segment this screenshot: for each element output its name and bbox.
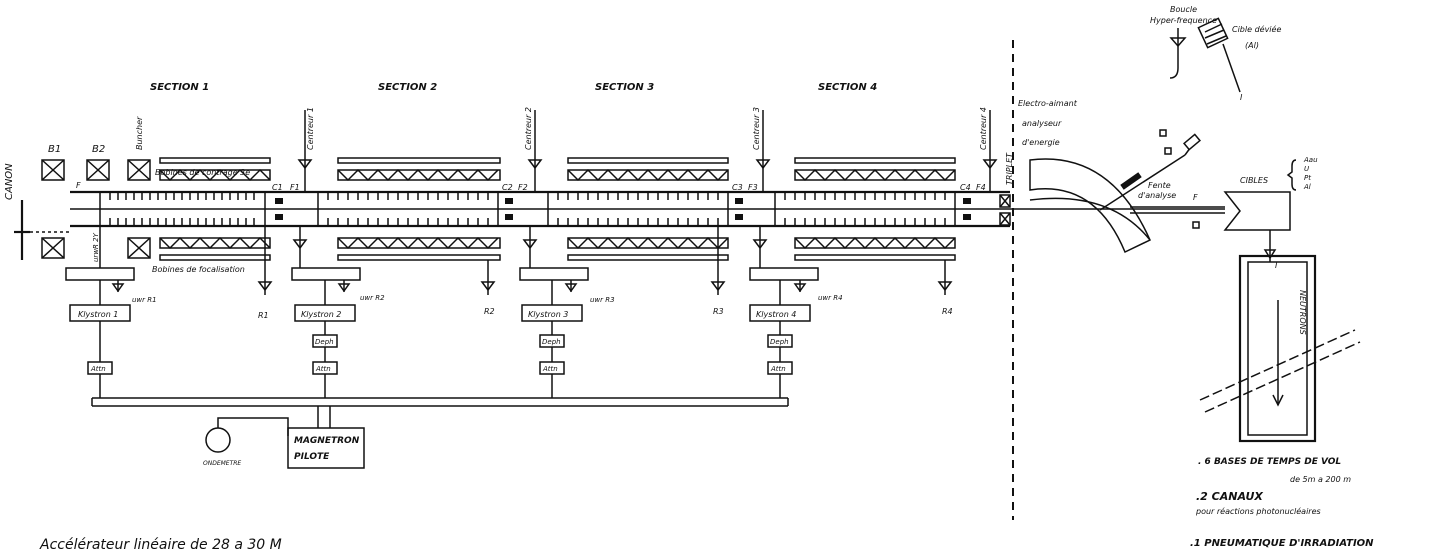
targets-current-symbol: I (1275, 261, 1278, 270)
deviated-target-label-1: Cible déviée (1232, 24, 1281, 34)
klystron-2-label: Klystron 2 (301, 310, 341, 319)
attn-1-label: Attn (90, 365, 106, 373)
klystron-1-label: Klystron 1 (78, 310, 118, 319)
f2-label: F2 (518, 183, 528, 192)
centreurs: Centreur 1 Centreur 2 Centreur 3 Centreu… (297, 107, 998, 192)
magnet-label-3: d'energie (1022, 138, 1060, 147)
section-2-title: SECTION 2 (378, 82, 437, 93)
magnet-label-1: Electro-aimant (1018, 99, 1078, 108)
section-1-title: SECTION 1 (150, 82, 209, 93)
gun-label: CANON (4, 163, 15, 200)
coil-b2-label: B2 (92, 144, 105, 155)
uwr-r3-label: uwr R3 (590, 296, 615, 304)
target-aau: Aau (1303, 156, 1318, 164)
deviated-target-label-2: (Al) (1245, 41, 1259, 50)
slit-label-2: d'analyse (1138, 191, 1176, 200)
pneumatique-label: .1 PNEUMATIQUE D'IRRADIATION (1190, 538, 1374, 549)
footer-caption: Accélérateur linéaire de 28 a 30 M (39, 537, 282, 549)
dephaser-4-label: Deph (770, 338, 789, 346)
c2-label: C2 (502, 183, 513, 192)
electron-gun: CANON (4, 163, 70, 260)
f-end-label: F (1193, 193, 1198, 202)
r-probes: R1 R2 R3 R4 uwr R1 uwr R2 uwr R3 uwr R4 (132, 226, 953, 320)
centreur-3-label: Centreur 3 (752, 107, 761, 150)
klystron-4-label: Klystron 4 (756, 310, 796, 319)
uwr-r1-label: uwr R1 (132, 296, 157, 304)
target-u: U (1304, 165, 1309, 173)
ondemetre-label: ONDEMETRE (203, 460, 241, 467)
magnet-label-2: analyseur (1022, 119, 1062, 128)
target-beamline: F (1130, 129, 1225, 229)
junction-labels: C1 F1 C2 F2 C3 F3 C4 F4 (272, 183, 986, 220)
target-pt: Pt (1304, 174, 1311, 182)
accelerator-sections (99, 191, 956, 227)
c1-label: C1 (272, 183, 283, 192)
magnetron-label-2: PILOTE (294, 452, 330, 462)
centreur-1-label: Centreur 1 (306, 107, 315, 150)
magnetron-label-1: MAGNETRON (294, 436, 360, 446)
attn-4-label: Attn (770, 365, 786, 373)
triplet-lens: TRIPLET (999, 152, 1014, 226)
deviated-current-symbol: I (1240, 93, 1243, 102)
focus-coils-bottom-label: Bobines de focalisation (152, 265, 245, 274)
neutron-tube: NEUTRONS (1199, 254, 1361, 443)
uwr-r2-label: uwr R2 (360, 294, 385, 302)
analyzing-magnet: Electro-aimant analyseur d'energie Fente… (1018, 99, 1201, 254)
coil-b1-label: B1 (48, 144, 61, 155)
f3-label: F3 (748, 183, 758, 192)
bases-sub: de 5m a 200 m (1290, 475, 1351, 484)
focusing-coils (159, 157, 956, 261)
c3-label: C3 (732, 183, 743, 192)
magnetron: MAGNETRON PILOTE ONDEMETRE (203, 417, 365, 469)
slit-label-1: Fente (1148, 181, 1171, 190)
experiment-legend: . 6 BASES DE TEMPS DE VOL de 5m a 200 m … (1190, 457, 1374, 549)
boucle-label-2: Hyper-frequence (1150, 16, 1217, 25)
neutrons-label: NEUTRONS (1298, 290, 1307, 335)
uwr-tag: urwR 2Y (92, 232, 100, 262)
r2-label: R2 (484, 307, 495, 316)
canaux-title: .2 CANAUX (1196, 490, 1263, 503)
boucle-label-1: Boucle (1170, 5, 1197, 14)
centreur-4-label: Centreur 4 (979, 107, 988, 150)
section-3-title: SECTION 3 (595, 82, 654, 93)
targets: CIBLES Aau U Pt Al I (1223, 156, 1318, 270)
triplet-label: TRIPLET (1005, 152, 1014, 185)
attn-3-label: Attn (542, 365, 558, 373)
dephaser-3-label: Deph (542, 338, 561, 346)
rf-system: Klystron 1 Klystron 2 Klystron 3 Klystro… (65, 226, 819, 428)
f4-label: F4 (976, 183, 986, 192)
klystron-3-label: Klystron 3 (528, 310, 568, 319)
section-4-title: SECTION 4 (818, 82, 877, 93)
canaux-sub: pour réactions photonucléaires (1195, 506, 1321, 516)
buncher-label: Buncher (135, 116, 144, 150)
uwr-r4-label: uwr R4 (818, 294, 843, 302)
c4-label: C4 (960, 183, 971, 192)
r4-label: R4 (942, 307, 953, 316)
attn-2-label: Attn (315, 365, 331, 373)
f1-label: F1 (290, 183, 300, 192)
target-al: Al (1303, 183, 1311, 191)
targets-word: CIBLES (1240, 176, 1268, 185)
f-start-label: F (76, 181, 81, 190)
bases-title: . 6 BASES DE TEMPS DE VOL (1198, 457, 1341, 467)
dephaser-2-label: Deph (315, 338, 334, 346)
r3-label: R3 (713, 307, 724, 316)
r1-label: R1 (258, 311, 269, 320)
rf-loop-and-deviated-target: Boucle Hyper-frequence I Cible déviée (A… (1150, 5, 1281, 102)
centreur-2-label: Centreur 2 (524, 107, 533, 150)
input-coils: B1 B2 Buncher (41, 116, 151, 259)
